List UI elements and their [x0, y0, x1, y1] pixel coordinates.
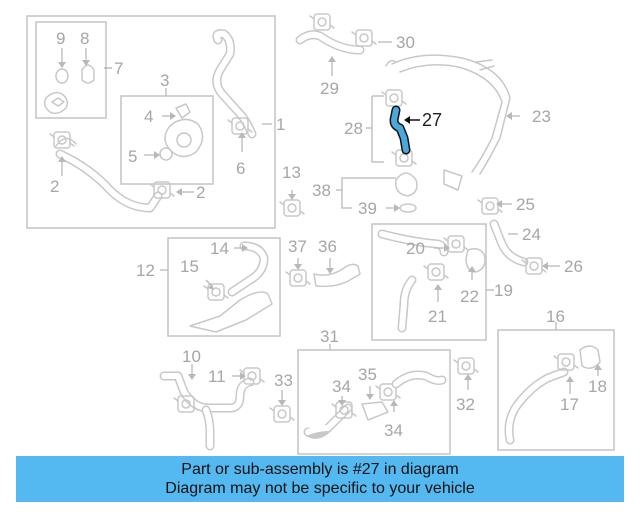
callout-27: 27: [422, 110, 442, 130]
callout-10: 10: [182, 347, 201, 366]
callout-7: 7: [114, 59, 123, 78]
callout-25: 25: [516, 195, 535, 214]
callout-20: 20: [406, 239, 425, 258]
callout-17: 17: [560, 395, 579, 414]
banner-line-2: Diagram may not be specific to your vehi…: [165, 480, 475, 497]
part-18-cap: [579, 345, 601, 369]
part-27-hose: [391, 107, 409, 153]
callout-32: 32: [456, 395, 475, 414]
callout-2b: 2: [196, 183, 205, 202]
callout-37: 37: [288, 237, 307, 256]
callout-24: 24: [522, 225, 541, 244]
assembly-16: [497, 322, 615, 451]
callout-8: 8: [80, 29, 89, 48]
callout-12: 12: [136, 261, 155, 280]
callout-19: 19: [494, 281, 513, 300]
part-38-valve: [395, 172, 418, 197]
part-4-bolt: [175, 103, 191, 119]
callout-labels: 1 2 2 3 4 5 6 7 8 9 10 11 12 13 14 15 16…: [50, 29, 607, 440]
callout-5: 5: [128, 147, 137, 166]
callout-39: 39: [358, 199, 377, 218]
part-35-valve: [361, 401, 389, 421]
part-9-ring: [55, 68, 69, 84]
part-9-flange: [43, 91, 69, 115]
assembly-1-frame: [26, 15, 276, 229]
subgroup-3-frame: [120, 95, 214, 185]
callout-15: 15: [180, 257, 199, 276]
part-23-pipe: [391, 54, 511, 175]
part-39-seal: [399, 203, 417, 213]
callout-21: 21: [428, 307, 447, 326]
callout-4: 4: [144, 107, 153, 126]
callout-23: 23: [532, 107, 551, 126]
subgroup-7-frame: [35, 21, 107, 119]
callout-13: 13: [282, 163, 301, 182]
callout-35: 35: [358, 365, 377, 384]
assembly-23: [295, 13, 520, 213]
callout-31: 31: [320, 327, 339, 346]
callout-26: 26: [564, 257, 583, 276]
part-12-pipe: [189, 291, 273, 333]
callout-38: 38: [312, 181, 331, 200]
part-8-clip: [81, 64, 95, 84]
part-3-valve: [164, 118, 204, 158]
callout-3: 3: [160, 71, 169, 90]
callout-29: 29: [320, 79, 339, 98]
banner-line-1: Part or sub-assembly is #27 in diagram: [181, 461, 459, 478]
assembly-10: [159, 364, 265, 451]
callout-9: 9: [56, 29, 65, 48]
part-5-seal: [159, 147, 173, 161]
callout-30: 30: [396, 33, 415, 52]
callout-18: 18: [588, 377, 607, 396]
callout-2: 2: [50, 177, 59, 196]
callout-16: 16: [546, 307, 565, 326]
callout-36: 36: [318, 237, 337, 256]
callout-1: 1: [276, 115, 285, 134]
info-banner: Part or sub-assembly is #27 in diagram D…: [16, 456, 624, 502]
assembly-19: [371, 223, 494, 341]
callout-6: 6: [236, 159, 245, 178]
callout-34b: 34: [384, 421, 403, 440]
callout-14: 14: [210, 239, 229, 258]
assembly-31: [297, 344, 451, 455]
part-23-bracket: [443, 169, 463, 191]
assembly-12: [160, 237, 281, 337]
part-22-flange: [465, 247, 486, 273]
callout-33: 33: [274, 371, 293, 390]
callout-28: 28: [344, 119, 363, 138]
callout-34: 34: [332, 377, 351, 396]
callout-22: 22: [460, 287, 479, 306]
callout-11: 11: [208, 367, 226, 386]
part-36-hose: [313, 263, 361, 288]
